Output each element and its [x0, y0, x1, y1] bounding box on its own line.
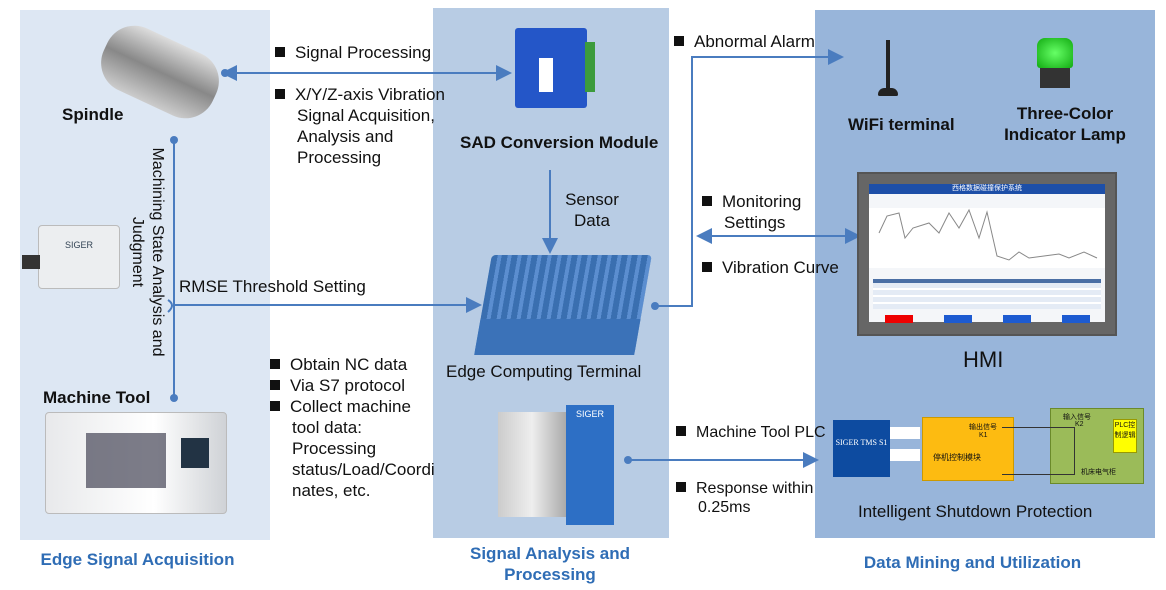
vibration-sensor-image: SIGER [38, 225, 120, 289]
spindle-label: Spindle [62, 105, 124, 124]
hmi-label: HMI [963, 347, 1004, 372]
note-machine-tool-plc: Machine Tool PLC [676, 422, 826, 443]
hmi-button[interactable] [943, 315, 972, 323]
k1-label: K1 [979, 432, 988, 439]
shutdown-module-box: 停机控制模块 输出信号 K1 [922, 417, 1014, 481]
caption-data-mining: Data Mining and Utilization [863, 553, 1082, 572]
edge-terminal-image [474, 255, 652, 355]
hmi-vibration-chart [869, 208, 1105, 268]
machining-state-label: Machining State Analysis and Judgment [129, 147, 166, 357]
wifi-terminal-label: WiFi terminal [848, 115, 955, 134]
note-nc-data: Obtain NC data Via S7 protocol Collect m… [270, 354, 438, 501]
note-vibration-curve: Vibration Curve [702, 257, 839, 278]
io-module-image: SIGER [566, 405, 614, 525]
plc-logic-box: PLC控制逻辑 [1113, 419, 1137, 453]
note-response-time: Response within 0.25ms [676, 479, 848, 517]
caption-signal-analysis: Signal Analysis and Processing [470, 544, 630, 584]
shutdown-protection-label: Intelligent Shutdown Protection [858, 502, 1093, 521]
rmse-threshold-label: RMSE Threshold Setting [179, 277, 366, 296]
edge-terminal-label: Edge Computing Terminal [446, 362, 642, 381]
machine-tool-image [45, 412, 227, 514]
lamp-base [1040, 68, 1070, 88]
module-brand: SIGER [575, 409, 604, 419]
wifi-antenna-base [878, 88, 898, 96]
shutdown-module-label: 停机控制模块 [933, 453, 981, 462]
sad-module-image [515, 28, 595, 108]
note-monitoring-settings: Monitoring Settings [702, 191, 844, 233]
sensor-cable [22, 255, 40, 269]
hmi-title: 西格数据碰撞保护系统 [952, 185, 1022, 192]
note-signal-processing: Signal Processing [275, 42, 431, 63]
indicator-lamp-label: Three-Color Indicator Lamp [1004, 104, 1126, 144]
wifi-antenna-image [886, 40, 890, 90]
k2-label: K2 [1075, 421, 1084, 428]
hmi-screen: 西格数据碰撞保护系统 [857, 172, 1117, 336]
indicator-lamp-image [1037, 38, 1073, 68]
sensor-data-label: Sensor Data [565, 190, 619, 230]
sensor-brand: SIGER [65, 240, 94, 250]
hmi-button[interactable] [884, 315, 913, 323]
caption-edge-signal-acquisition: Edge Signal Acquisition [40, 550, 235, 569]
hmi-button[interactable] [1002, 315, 1031, 323]
sad-module-label: SAD Conversion Module [460, 133, 659, 152]
cabinet-box: 输入信号 K2 PLC控制逻辑 机床电气柜 [1050, 408, 1144, 484]
cabinet-label: 机床电气柜 [1081, 469, 1116, 476]
siger-tms-box: SIGER TMS S1 [833, 420, 890, 477]
hmi-title-bar: 西格数据碰撞保护系统 [869, 184, 1105, 194]
note-xyz-vibration: X/Y/Z-axis Vibration Signal Acquisition,… [275, 84, 482, 168]
shutdown-circuit-diagram: SIGER TMS S1 停机控制模块 输出信号 K1 输入信号 K2 PLC控… [830, 405, 1145, 485]
hmi-button[interactable] [1061, 315, 1090, 323]
power-supply-image [498, 412, 566, 517]
output-signal-label: 输出信号 [969, 424, 997, 431]
note-abnormal-alarm: Abnormal Alarm [674, 31, 815, 52]
machine-tool-label: Machine Tool [43, 388, 151, 407]
input-signal-label: 输入信号 [1063, 414, 1091, 421]
hmi-table [873, 279, 1101, 309]
